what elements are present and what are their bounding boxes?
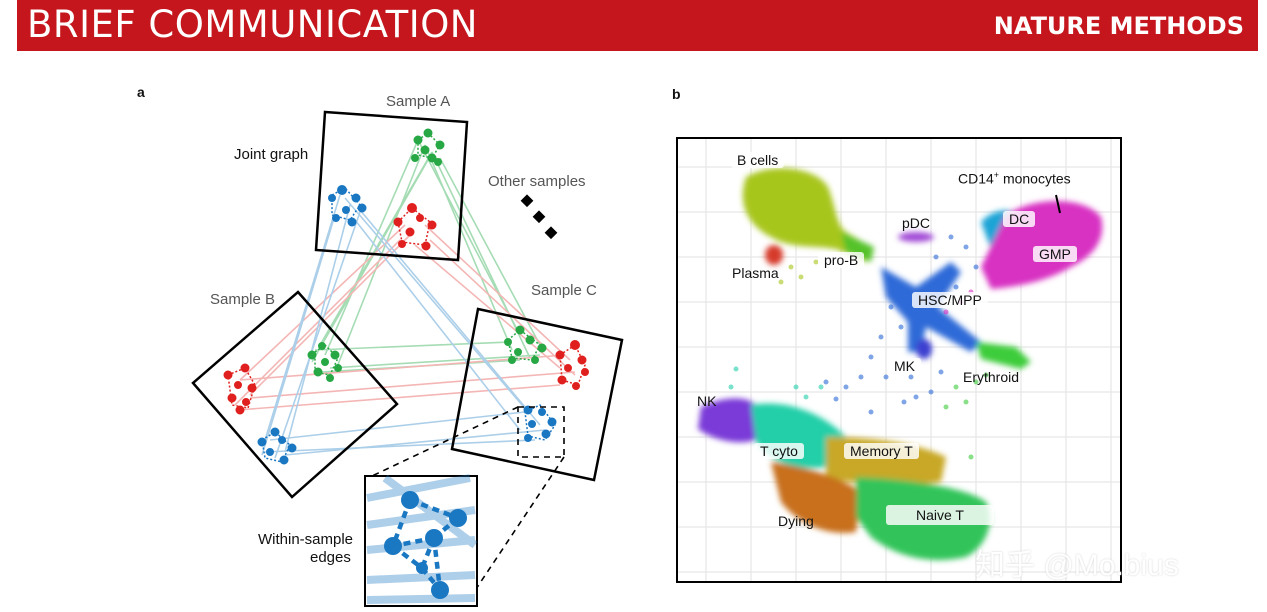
sample-c-blue-cluster <box>523 404 557 442</box>
sample-a-green-cluster <box>411 128 445 166</box>
umap-scatter-dots <box>728 234 989 460</box>
label-cd14-monocytes: CD14+ monocytes <box>958 170 1071 187</box>
label-hsc-mpp: HSC/MPP <box>912 292 988 308</box>
sample-c-label: Sample C <box>531 282 597 299</box>
sample-a-label: Sample A <box>386 93 451 110</box>
cluster-mk <box>916 339 932 359</box>
sample-b-green-cluster <box>307 342 342 382</box>
cluster-pdc <box>898 232 934 242</box>
cross-sample-edges <box>234 139 576 459</box>
section-title: BRIEF COMMUNICATION <box>27 3 478 46</box>
sample-a-red-cluster <box>393 203 437 251</box>
sample-a-box <box>314 110 469 262</box>
zoom-indicator <box>371 406 565 599</box>
within-sample-label-2: edges <box>310 549 351 566</box>
sample-a-blue-cluster <box>328 185 367 227</box>
cluster-dying <box>771 462 861 533</box>
cd14-pointer-line <box>1055 194 1061 214</box>
sample-b-box <box>191 290 399 499</box>
label-pdc: pDC <box>902 215 931 231</box>
sample-c-red-cluster <box>555 340 589 390</box>
cluster-erythroid <box>976 342 1031 369</box>
label-dc: DC <box>1003 211 1036 227</box>
label-b-cells: B cells <box>731 152 785 168</box>
cluster-nk <box>698 398 761 443</box>
other-samples-ellipsis <box>520 194 558 240</box>
sample-b-label: Sample B <box>210 291 276 308</box>
cluster-b-cells <box>742 168 871 262</box>
within-sample-label-1: Within-sample <box>258 531 354 548</box>
label-t-cyto: T cyto <box>754 443 804 459</box>
sample-c-green-cluster <box>504 325 547 364</box>
cluster-plasma <box>765 245 783 265</box>
label-pro-b: pro-B <box>818 252 865 268</box>
other-samples-label: Other samples <box>488 173 586 190</box>
label-nk: NK <box>697 393 717 409</box>
watermark: 知乎 @Mo.bius <box>975 549 1179 582</box>
label-plasma: Plasma <box>732 265 779 281</box>
panel-b-letter: b <box>672 86 681 102</box>
sample-b-blue-cluster <box>257 427 297 465</box>
journal-name: NATURE METHODS <box>993 12 1244 40</box>
panel-a-letter: a <box>137 84 145 100</box>
sample-c-box <box>450 307 624 482</box>
cluster-pro-b <box>841 232 874 262</box>
label-gmp: GMP <box>1033 246 1077 262</box>
label-dying: Dying <box>778 513 814 529</box>
label-mk: MK <box>888 358 921 374</box>
sample-b-red-cluster <box>223 363 257 415</box>
within-sample-inset <box>364 474 478 607</box>
label-naive-t: Naive T <box>886 505 994 525</box>
label-erythroid: Erythroid <box>963 369 1020 385</box>
journal-banner: BRIEF COMMUNICATION NATURE METHODS <box>17 0 1258 51</box>
joint-graph-label: Joint graph <box>234 146 309 163</box>
label-memory-t: Memory T <box>844 443 919 459</box>
